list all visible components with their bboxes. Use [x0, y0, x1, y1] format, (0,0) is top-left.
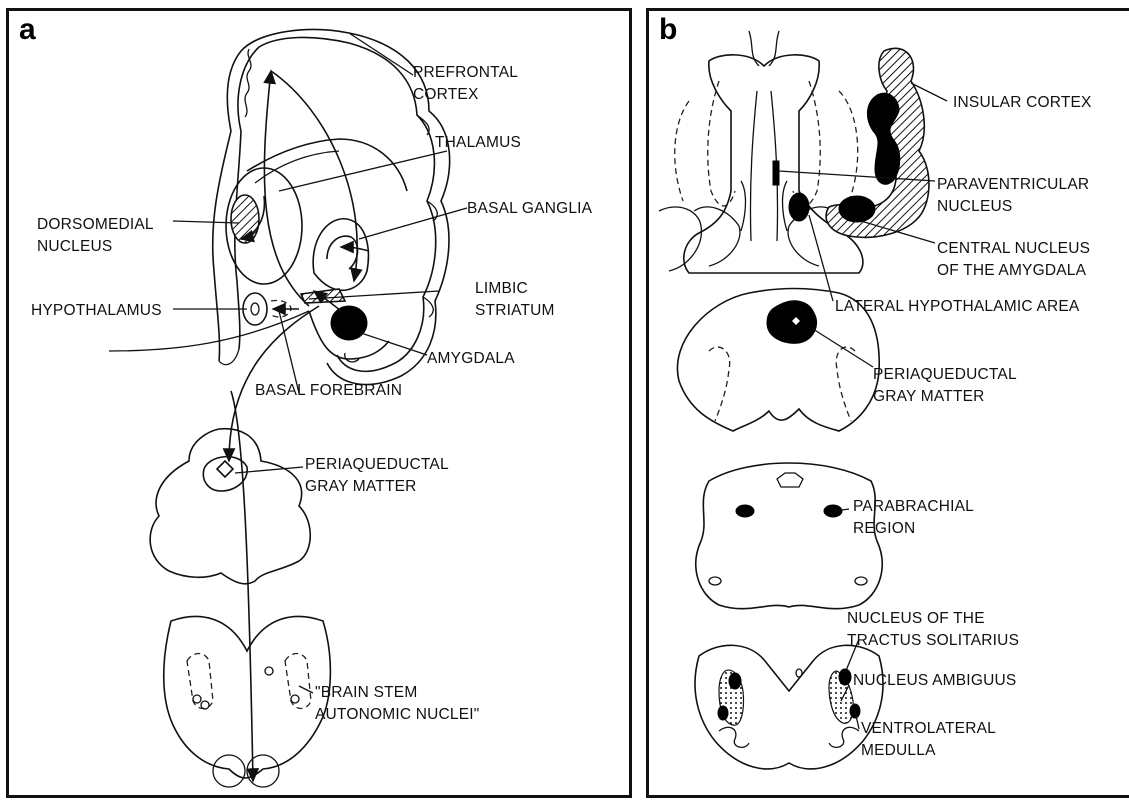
label-bsan-1: "BRAIN STEM [315, 684, 417, 701]
leader-lines [173, 33, 467, 693]
label-parabrachial-1: PARABRACHIAL [853, 498, 974, 515]
label-vlm-1: VENTROLATERAL [861, 720, 996, 737]
label-thalamus: THALAMUS [435, 134, 521, 151]
label-dorsomedial-1: DORSOMEDIAL [37, 216, 154, 233]
label-limbic-2: STRIATUM [475, 302, 555, 319]
label-hypothalamus: HYPOTHALAMUS [31, 302, 162, 319]
label-nts-1: NUCLEUS OF THE [847, 610, 985, 627]
label-vlm-2: MEDULLA [861, 742, 936, 759]
panel-a-diagram: PREFRONTAL CORTEX THALAMUS BASAL GANGLIA… [9, 11, 635, 801]
label-parabrachial-2: REGION [853, 520, 915, 537]
label-pag-2: GRAY MATTER [305, 478, 417, 495]
label-insular-cortex: INSULAR CORTEX [953, 94, 1092, 111]
label-nts-2: TRACTUS SOLITARIUS [847, 632, 1019, 649]
label-nucleus-ambiguus: NUCLEUS AMBIGUUS [853, 672, 1016, 689]
label-basal-forebrain: BASAL FOREBRAIN [255, 382, 402, 399]
label-pag-1: PERIAQUEDUCTAL [305, 456, 449, 473]
label-limbic-1: LIMBIC [475, 280, 528, 297]
label-bsan-2: AUTONOMIC NUCLEI" [315, 706, 480, 723]
label-pvn-1: PARAVENTRICULAR [937, 176, 1089, 193]
medulla-section-b [695, 645, 883, 769]
label-prefrontal-cortex-1: PREFRONTAL [413, 64, 518, 81]
forebrain-section [109, 30, 450, 385]
medulla-section [164, 616, 331, 787]
panel-b-diagram: INSULAR CORTEX PARAVENTRICULAR NUCLEUS C… [649, 11, 1129, 801]
forebrain-coronal-section [659, 31, 929, 273]
label-cna-1: CENTRAL NUCLEUS [937, 240, 1090, 257]
label-cna-2: OF THE AMYGDALA [937, 262, 1087, 279]
panel-a: a [6, 8, 632, 798]
label-lha: LATERAL HYPOTHALAMIC AREA [835, 298, 1080, 315]
label-pag-2-b: GRAY MATTER [873, 388, 985, 405]
label-amygdala: AMYGDALA [427, 350, 515, 367]
label-pag-1-b: PERIAQUEDUCTAL [873, 366, 1017, 383]
label-basal-ganglia: BASAL GANGLIA [467, 200, 593, 217]
label-dorsomedial-2: NUCLEUS [37, 238, 112, 255]
midbrain-section [150, 429, 310, 584]
pathway-arrows [229, 71, 369, 781]
label-pvn-2: NUCLEUS [937, 198, 1012, 215]
label-prefrontal-cortex-2: CORTEX [413, 86, 479, 103]
panel-b: b [646, 8, 1129, 798]
